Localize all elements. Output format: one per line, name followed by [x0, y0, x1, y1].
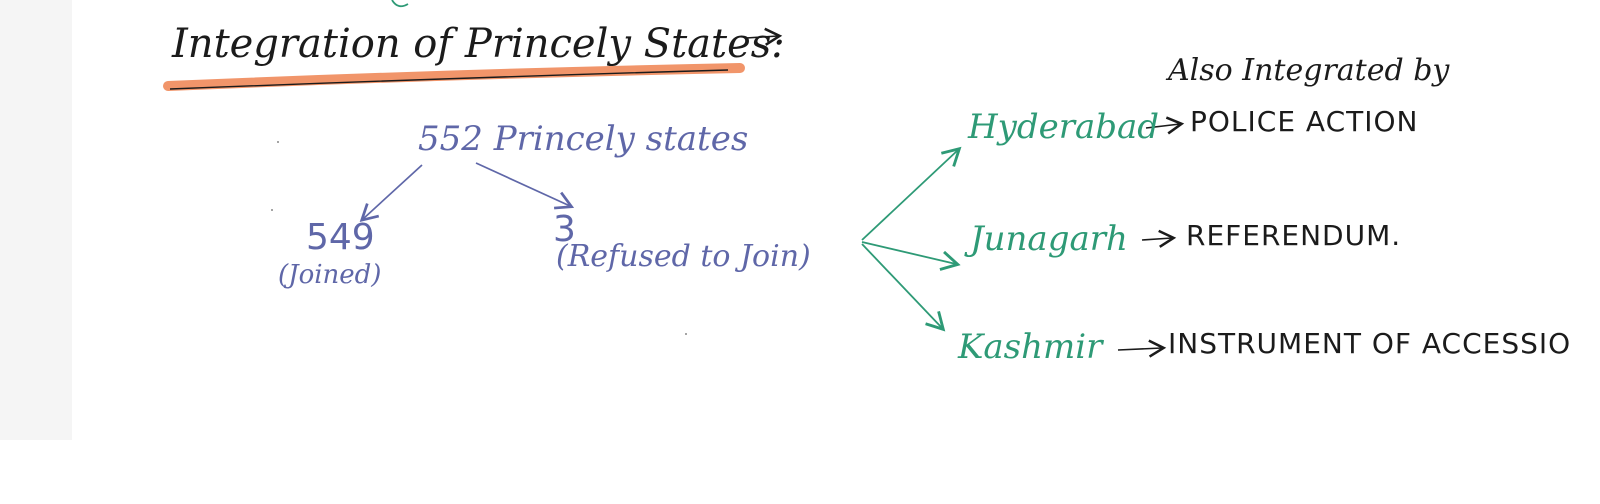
arrow-to-hyderabad [861, 146, 962, 241]
joined-note: (Joined) [278, 260, 382, 290]
paper-speck [685, 333, 687, 335]
title-highlight [163, 63, 745, 91]
joined-count: 549 [306, 217, 375, 258]
paper-speck [277, 141, 279, 143]
state-name-hyderabad: Hyderabad [968, 107, 1160, 147]
method-junagarh: REFERENDUM. [1186, 219, 1402, 252]
root-node-label: 552 Princely states [418, 119, 749, 159]
state-name-junagarh: Junagarh [970, 219, 1128, 259]
arrow-junagarh-method [1141, 229, 1177, 248]
method-hyderabad: POLICE ACTION [1190, 105, 1419, 138]
title-arrow [745, 27, 783, 46]
page-title: Integration of Princely States: [172, 21, 785, 67]
refused-note: (Refused to Join) [556, 239, 811, 274]
method-kashmir: INSTRUMENT OF ACCESSIO [1168, 327, 1572, 360]
page-margin-shade [0, 0, 72, 440]
arrow-to-kashmir [861, 243, 946, 332]
arrow-to-refused [475, 162, 575, 210]
paper-speck [271, 209, 273, 211]
arrow-kashmir-method [1117, 339, 1167, 358]
state-name-kashmir: Kashmir [958, 327, 1103, 367]
refused-count: 3 [553, 209, 576, 250]
arrow-to-junagarh [861, 241, 961, 271]
arrow-hyderabad-method [1145, 116, 1185, 135]
arrow-to-joined [359, 164, 423, 223]
also-integrated-annotation: Also Integrated by [1168, 53, 1450, 88]
title-underline [169, 69, 729, 90]
top-ink-mark [391, 0, 409, 8]
